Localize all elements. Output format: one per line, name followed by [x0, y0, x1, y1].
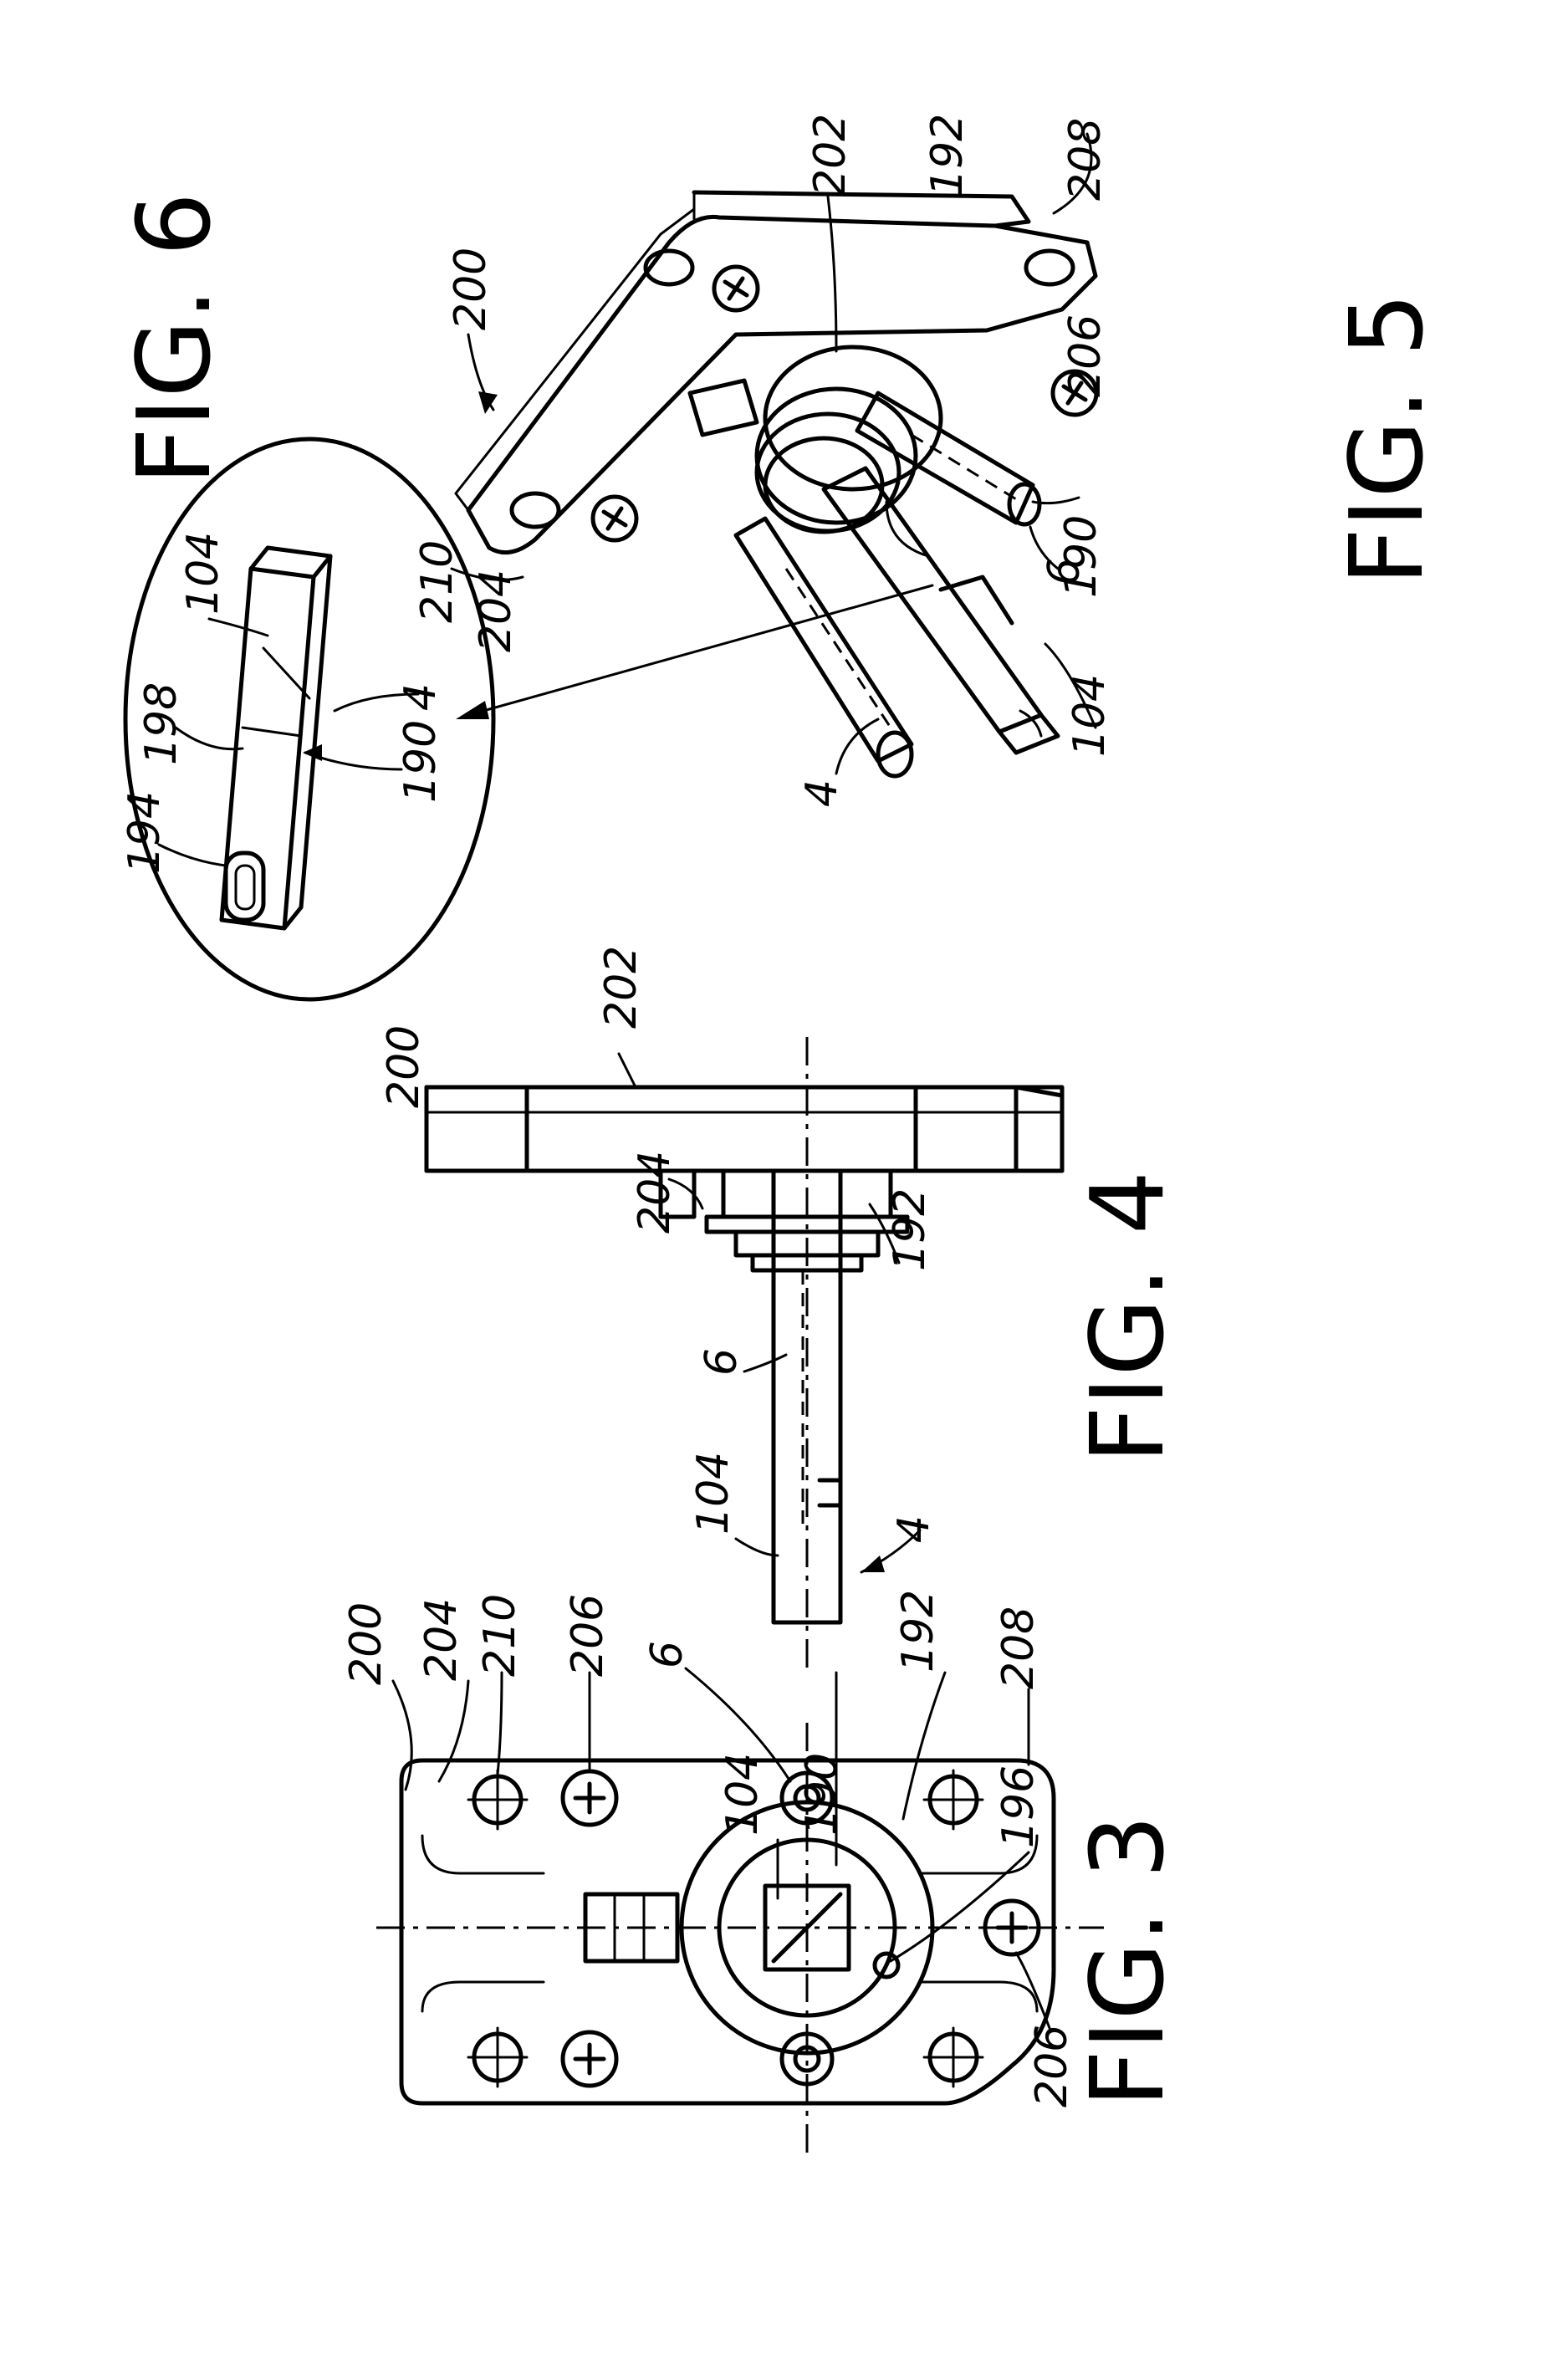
fig4-ref-6: 6: [697, 1348, 747, 1376]
fig5-ref-210: 210: [412, 540, 462, 623]
fig3-ref-208: 208: [993, 1607, 1044, 1689]
fig3-ref-206: 206: [563, 1594, 613, 1677]
figure-4: 200 202 204 192 6 104 4 FIG. 4: [379, 946, 1187, 1673]
fig4-ref-204: 204: [630, 1151, 680, 1234]
fig5-ref-104: 104: [1065, 674, 1115, 757]
fig4-ref-192: 192: [885, 1188, 935, 1271]
fig4-ref-200: 200: [379, 1025, 429, 1108]
fig3-corner-recess: [422, 1836, 544, 1873]
fig6-ref-194: 194: [120, 791, 170, 874]
figure-3: 200 204 210 206 6 192 208 196 104 190 20…: [341, 1590, 1187, 2158]
fig5-post: [857, 393, 1033, 523]
fig4-plate-end: [916, 1087, 1016, 1171]
fig3-ref-200: 200: [341, 1602, 391, 1685]
figure-6: 194 198 104 190 4 FIG. 6: [117, 192, 932, 999]
fig4-ref-202: 202: [596, 946, 646, 1029]
fig3-ref-104: 104: [718, 1753, 768, 1836]
fig3-ref-196: 196: [993, 1765, 1044, 1848]
fig5-post: [736, 519, 912, 761]
fig3-ref-204: 204: [416, 1598, 467, 1681]
fig6-ref-190: 190: [396, 720, 446, 803]
fig4-plate-end: [426, 1087, 527, 1171]
fig4-ref-4: 4: [889, 1515, 939, 1543]
fig3-corner-recess: [422, 1982, 544, 2011]
fig6-ref-4: 4: [396, 683, 446, 711]
fig5-ref-206: 206: [1060, 314, 1111, 397]
fig5-ref-192: 192: [922, 114, 973, 197]
fig5-hole: [1026, 251, 1073, 284]
fig5-hole: [512, 493, 559, 527]
fig6-ref-104: 104: [178, 532, 228, 615]
fig4-plate: [426, 1087, 1062, 1171]
fig3-ref-210: 210: [475, 1594, 525, 1677]
fig5-latch: [690, 381, 757, 435]
fig3-ref-190: 190: [797, 1753, 847, 1836]
fig4-notch: [820, 1480, 840, 1505]
fig3-leaders: [393, 1668, 1050, 2028]
fig3-ref-6: 6: [642, 1641, 692, 1668]
fig6-ref-198: 198: [136, 682, 186, 765]
fig6-detail-arrow: [468, 585, 932, 715]
fig4-title: FIG. 4: [1070, 1171, 1187, 1464]
fig6-title: FIG. 6: [117, 192, 233, 485]
fig5-ref-200: 200: [446, 248, 496, 330]
fig5-ref-208: 208: [1060, 118, 1111, 201]
fig4-ref-104: 104: [688, 1452, 738, 1535]
fig3-ref-206b: 206: [1027, 2025, 1077, 2107]
fig5-ref-190: 190: [1056, 515, 1106, 598]
fig3-title: FIG. 3: [1070, 1815, 1187, 2107]
fig5-ref-202: 202: [805, 114, 856, 197]
fig3-ref-192: 192: [893, 1590, 943, 1673]
fig5-title: FIG. 5: [1330, 293, 1446, 585]
fig3-corner-recess: [920, 1982, 1037, 2011]
figure-5: 200 202 210 204 192 208 206 6 190 104 4 …: [412, 114, 1446, 807]
fig5-ref-4: 4: [797, 779, 847, 807]
